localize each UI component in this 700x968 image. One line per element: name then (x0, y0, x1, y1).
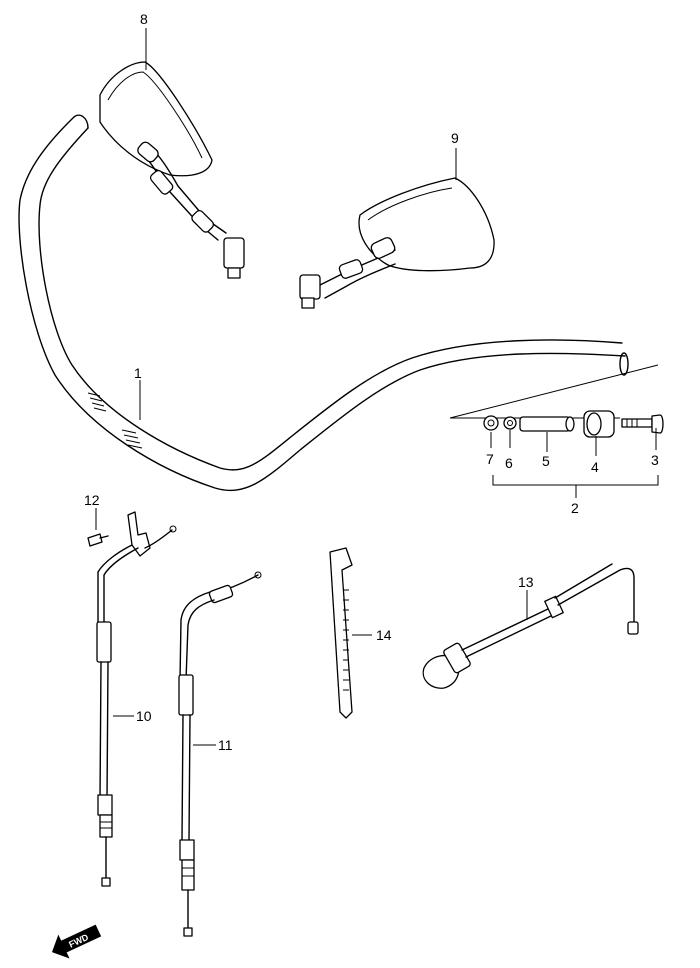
kit-bracket (492, 475, 659, 498)
callout-9: 9 (451, 130, 459, 146)
throttle-cable-11[interactable] (178, 571, 262, 937)
callout-2: 2 (571, 500, 579, 516)
mirror-right[interactable] (299, 177, 495, 309)
callout-13: 13 (518, 574, 534, 590)
throttle-cable-10[interactable] (96, 511, 177, 887)
callout-3: 3 (651, 452, 659, 468)
callout-4: 4 (591, 459, 599, 475)
callout-10: 10 (136, 708, 152, 724)
handlebar-knurl-left (87, 392, 107, 412)
bolt-12[interactable] (87, 533, 109, 547)
callouts: 1 2 3 4 5 6 7 8 9 10 11 12 13 14 (84, 11, 659, 753)
handlebar[interactable] (18, 114, 629, 492)
balancer-assembly (449, 364, 659, 419)
callout-1: 1 (134, 365, 142, 381)
callout-5: 5 (542, 453, 550, 469)
callout-6: 6 (505, 455, 513, 471)
callout-14: 14 (376, 627, 392, 643)
callout-11: 11 (218, 737, 233, 753)
leader-lines (95, 28, 657, 746)
collar-5[interactable] (519, 416, 575, 432)
washer-6[interactable] (503, 416, 517, 430)
balancer-weight-4[interactable] (583, 410, 615, 438)
nut-7[interactable] (483, 415, 499, 431)
handlebar-knurl-right (121, 429, 143, 449)
mirror-left[interactable] (99, 61, 245, 279)
cable-tie-14[interactable] (329, 547, 353, 719)
callout-12: 12 (84, 492, 100, 508)
callout-7: 7 (486, 451, 494, 467)
screw-3[interactable] (621, 414, 664, 434)
fwd-arrow: FWD (51, 924, 102, 959)
callout-8: 8 (140, 11, 148, 27)
choke-cable-13[interactable] (422, 563, 639, 689)
